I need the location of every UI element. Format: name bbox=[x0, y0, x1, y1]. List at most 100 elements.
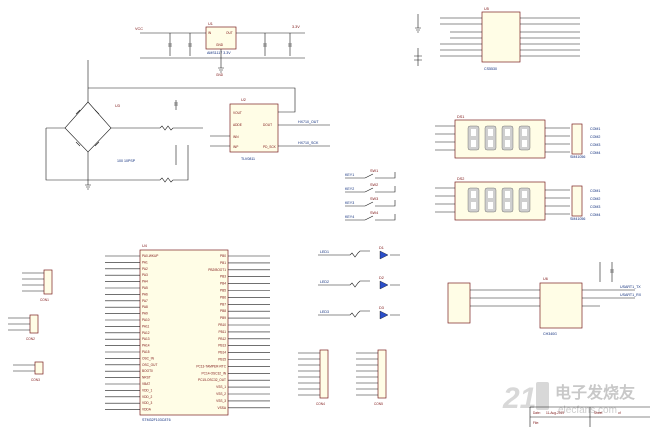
mcu-ref: U4 bbox=[142, 244, 147, 248]
led-icon bbox=[379, 280, 389, 290]
amplifier-body[interactable] bbox=[229, 103, 279, 153]
mcu-right-pin: PB3 bbox=[220, 275, 226, 279]
load-cell-bridge: U3 100 10PSP bbox=[45, 60, 230, 190]
watermark: 21 电子发烧友 elecfans.com bbox=[502, 382, 636, 416]
header-body[interactable] bbox=[319, 349, 329, 399]
mcu-right-pin: PB9 bbox=[220, 316, 226, 320]
header-ref: CON4 bbox=[316, 402, 325, 406]
rtc-section: CS5530 U5 bbox=[414, 7, 580, 71]
switch-wire bbox=[345, 214, 396, 221]
header-ref: CON5 bbox=[374, 402, 383, 406]
amp-pin-pdsck: PD_SCK bbox=[263, 145, 277, 149]
mcu-left-pin: VDDA bbox=[142, 408, 152, 412]
seven-segment-digit bbox=[467, 125, 480, 151]
led-wire bbox=[318, 250, 400, 258]
switch-net-label: KEY2 bbox=[345, 187, 354, 191]
switch-ref: SW1 bbox=[370, 169, 378, 173]
bridge-label: 100 10PSP bbox=[117, 159, 136, 163]
amp-pin-vout: VOUT bbox=[233, 111, 242, 115]
title-of: of bbox=[618, 411, 621, 415]
segment-window-lower bbox=[488, 202, 493, 209]
mcu-left-pin: OSC_OUT bbox=[142, 363, 157, 367]
usb-body[interactable] bbox=[539, 282, 583, 329]
mcu-left-pin: PA3 bbox=[142, 273, 148, 277]
header-ref: CON2 bbox=[26, 337, 35, 341]
regulator-ref: U1 bbox=[208, 22, 213, 26]
com-net-label: COM3 bbox=[590, 143, 600, 147]
amp-pin-inn: INN bbox=[233, 135, 239, 139]
resistor-pack bbox=[571, 123, 583, 155]
mcu-left-pin: PA5 bbox=[142, 286, 148, 290]
mcu-left-pin: PA2 bbox=[142, 267, 148, 271]
mcu-right-pin: VSSA bbox=[217, 406, 226, 410]
mcu-right-pin: PB10 bbox=[218, 323, 226, 327]
header-body[interactable] bbox=[29, 314, 39, 334]
led-ref: D3 bbox=[379, 306, 384, 310]
led-icon bbox=[379, 250, 389, 260]
segment-window-lower bbox=[471, 140, 476, 147]
com-net-label: COM4 bbox=[590, 151, 600, 155]
switch-ref: SW4 bbox=[370, 211, 378, 215]
header-body[interactable] bbox=[43, 269, 53, 295]
mcu-left-pin: PA14 bbox=[142, 344, 150, 348]
watermark-site: 电子发烧友 bbox=[555, 383, 636, 402]
segment-window-lower bbox=[488, 140, 493, 147]
mcu-right-pin: PB2/BOOT1 bbox=[208, 268, 226, 272]
seven-segment-digit bbox=[518, 125, 531, 151]
seven-segment-digit bbox=[484, 187, 497, 213]
title-file-label: File: bbox=[533, 421, 539, 425]
segment-window-lower bbox=[505, 202, 510, 209]
header-ref: CON3 bbox=[31, 378, 40, 382]
seven-segment-digit bbox=[501, 187, 514, 213]
rtc-part: CS5530 bbox=[484, 67, 497, 71]
title-block: Date: 11-Aug-2019 Sheet of File: bbox=[529, 406, 650, 427]
mcu-right-pin: VSS_2 bbox=[216, 392, 226, 396]
mcu-left-pin: PA15 bbox=[142, 350, 150, 354]
segment-window-lower bbox=[522, 140, 527, 147]
mcu-left-pin: PA12 bbox=[142, 331, 150, 335]
mcu-right-pin: PB0 bbox=[220, 254, 226, 258]
amplifier-part: TLV0811 bbox=[241, 157, 255, 161]
led-ref: D2 bbox=[379, 276, 384, 280]
mcu-left-pin: PA10 bbox=[142, 318, 150, 322]
amp-net-out: HX710_OUT bbox=[298, 120, 319, 124]
mcu-left-pin: PA13 bbox=[142, 337, 150, 341]
switch-ref: SW2 bbox=[370, 183, 378, 187]
switch-net-label: KEY1 bbox=[345, 173, 354, 177]
mcu-right-pin: PB6 bbox=[220, 295, 226, 299]
header-ref: CON1 bbox=[40, 298, 49, 302]
title-date-label: Date: bbox=[533, 411, 541, 415]
mcu-right-pin: PB5 bbox=[220, 289, 226, 293]
rtc-body[interactable] bbox=[481, 11, 521, 63]
mcu-left-pin: OSC_IN bbox=[142, 356, 155, 360]
mcu-left-pin: PA1 bbox=[142, 260, 148, 264]
usb-connector[interactable] bbox=[447, 282, 471, 324]
amplifier-ref: U2 bbox=[241, 98, 246, 102]
mcu-right-pin: PB11 bbox=[218, 330, 226, 334]
segment-window-lower bbox=[471, 202, 476, 209]
led-net-label: LED3 bbox=[320, 310, 329, 314]
header-body[interactable] bbox=[34, 361, 44, 375]
switch-wire bbox=[345, 200, 396, 207]
com-net-label: COM2 bbox=[590, 135, 600, 139]
mcu-right-pin: VSS_3 bbox=[216, 399, 226, 403]
switch-net-label: KEY3 bbox=[345, 201, 354, 205]
usb-net-rx: USART1_RX bbox=[620, 293, 642, 297]
mcu-body[interactable] bbox=[139, 249, 229, 416]
mcu-right-pins: PB0PB1PB2/BOOT1PB3PB4PB5PB6PB7PB8PB9PB10… bbox=[196, 254, 270, 410]
segment-window-lower bbox=[505, 140, 510, 147]
header-body[interactable] bbox=[377, 349, 387, 399]
segment-window-upper bbox=[471, 129, 476, 136]
regulator-part: AMS1117 3.3V bbox=[207, 51, 231, 55]
amplifier-section: U2 TLV0811 VOUT ADDE INN INP DOUT PD_SCK… bbox=[174, 87, 330, 165]
mcu-left-pin: PA0-WKUP bbox=[142, 254, 158, 258]
switch-net-label: KEY4 bbox=[345, 215, 354, 219]
mcu-right-pin: PC14-OSC32_IN bbox=[202, 371, 227, 375]
display-wires bbox=[435, 125, 570, 153]
com-net-label: COM2 bbox=[590, 197, 600, 201]
